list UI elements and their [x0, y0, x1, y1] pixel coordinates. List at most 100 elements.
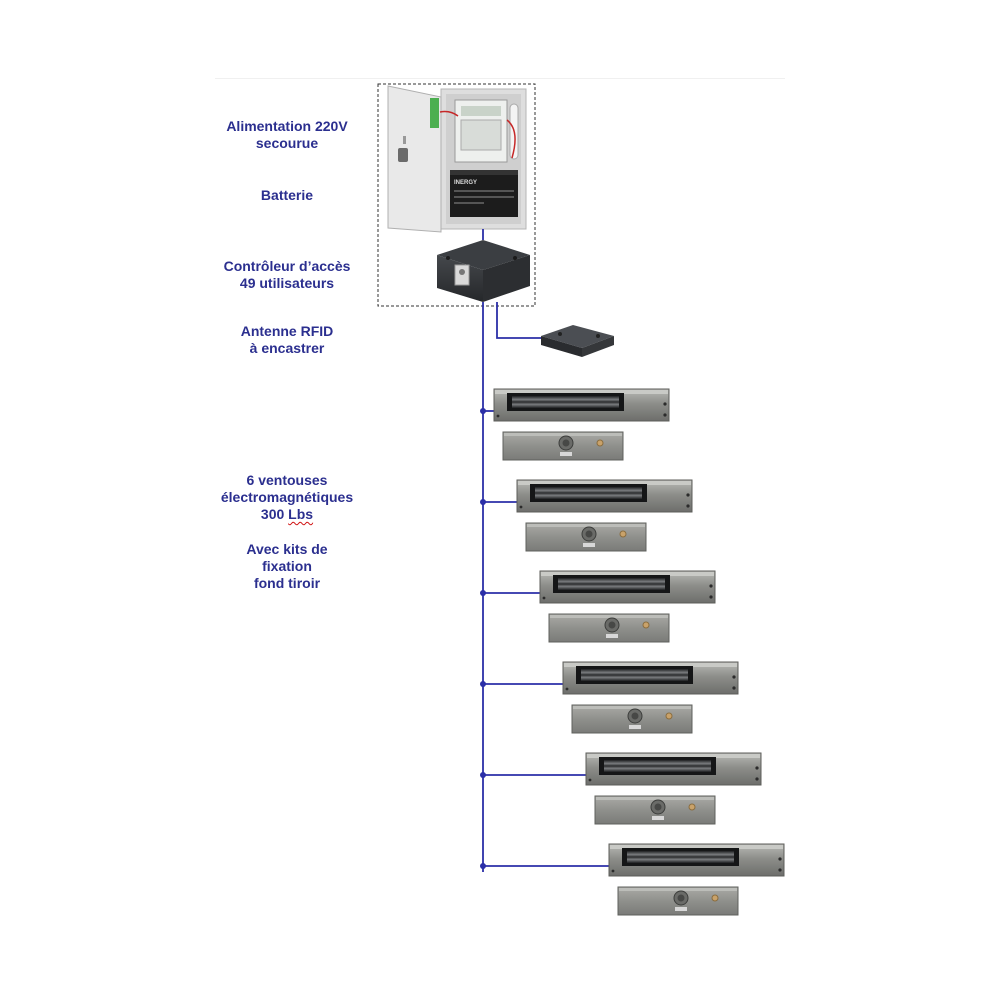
- maglock-screw-icon: [778, 857, 782, 861]
- terminal-block: [430, 98, 439, 128]
- maglock-plate-slot: [560, 452, 572, 456]
- maglock-plate-top: [573, 706, 691, 709]
- label-mounting-line2: fixation: [262, 558, 312, 574]
- maglock-coil: [558, 578, 665, 590]
- label-mounting: Avec kits de fixation fond tiroir: [157, 541, 417, 592]
- label-controller: Contrôleur d’accès 49 utilisateurs: [157, 258, 417, 292]
- wiring: [480, 229, 609, 872]
- maglock-body-top: [495, 390, 668, 394]
- maglock-screw-icon: [496, 414, 500, 418]
- maglock-body-top: [518, 481, 691, 485]
- label-antenna-line1: Antenne RFID: [240, 323, 334, 339]
- wire-junction-6: [480, 863, 486, 869]
- maglock-plate-slot: [675, 907, 687, 911]
- maglock-coil: [627, 851, 734, 863]
- maglock-6: [608, 843, 785, 916]
- maglock-screw-icon: [732, 675, 736, 679]
- battery-brand: INERGY: [454, 180, 477, 186]
- maglock-screw-icon: [663, 413, 667, 417]
- label-controller-line1: Contrôleur d’accès: [223, 258, 351, 274]
- maglock-pin-icon: [665, 712, 673, 720]
- maglock-pin-icon: [596, 439, 604, 447]
- maglock-plate-top: [550, 615, 668, 618]
- maglock-pin-icon: [711, 894, 719, 902]
- maglock-screw-icon: [611, 869, 615, 873]
- maglock-pin-icon: [642, 621, 650, 629]
- maglock-plate-top: [596, 797, 714, 800]
- maglock-body-top: [541, 572, 714, 576]
- maglock-bolt-center: [677, 894, 685, 902]
- maglock-list: [493, 388, 785, 916]
- maglock-plate-top: [619, 888, 737, 891]
- battery: INERGY: [450, 170, 518, 217]
- maglock-body-top: [587, 754, 760, 758]
- maglock-bolt-center: [608, 621, 616, 629]
- label-locks: 6 ventouses électromagnétiques 300 Lbs: [157, 472, 417, 523]
- label-locks-rating-value: 300: [260, 506, 285, 522]
- rfid-antenna: [541, 325, 614, 357]
- maglock-bolt-center: [631, 712, 639, 720]
- label-antenna-line2: à encastrer: [249, 340, 325, 356]
- label-battery-text: Batterie: [260, 187, 314, 203]
- maglock-screw-icon: [732, 686, 736, 690]
- maglock-screw-icon: [588, 778, 592, 782]
- label-controller-line2: 49 utilisateurs: [239, 275, 335, 291]
- label-locks-line2: électromagnétiques: [220, 489, 354, 505]
- maglock-2: [516, 479, 693, 552]
- lock-key-icon: [398, 148, 408, 162]
- maglock-screw-icon: [663, 402, 667, 406]
- label-power-supply: Alimentation 220V secourue: [157, 118, 417, 152]
- maglock-screw-icon: [542, 596, 546, 600]
- label-mounting-line1: Avec kits de: [246, 541, 328, 557]
- maglock-bolt-center: [654, 803, 662, 811]
- maglock-coil: [604, 760, 711, 772]
- maglock-screw-icon: [565, 687, 569, 691]
- wire-junction-4: [480, 681, 486, 687]
- power-supply-cabinet: INERGY: [387, 85, 527, 233]
- maglock-coil: [512, 396, 619, 408]
- maglock-screw-icon: [755, 766, 759, 770]
- maglock-plate-top: [527, 524, 645, 527]
- enclosure-outline: [377, 83, 536, 307]
- label-power-supply-line1: Alimentation 220V: [226, 118, 348, 134]
- maglock-plate-slot: [606, 634, 618, 638]
- maglock-screw-icon: [686, 504, 690, 508]
- wire-antenna: [496, 302, 541, 339]
- maglock-plate-slot: [652, 816, 664, 820]
- access-controller: [437, 240, 530, 302]
- maglock-screw-icon: [519, 505, 523, 509]
- maglock-body-top: [610, 845, 783, 849]
- label-locks-line1: 6 ventouses: [246, 472, 328, 488]
- label-locks-rating: 300 Lbs: [157, 506, 417, 523]
- label-locks-rating-unit: Lbs: [288, 506, 314, 522]
- label-battery: Batterie: [157, 187, 417, 204]
- maglock-pin-icon: [619, 530, 627, 538]
- label-power-supply-line2: secourue: [255, 135, 319, 151]
- maglock-pin-icon: [688, 803, 696, 811]
- top-rule: [215, 78, 785, 79]
- wire-junction-5: [480, 772, 486, 778]
- maglock-plate-slot: [583, 543, 595, 547]
- maglock-screw-icon: [778, 868, 782, 872]
- maglock-plate-top: [504, 433, 622, 436]
- wire-junction-2: [480, 499, 486, 505]
- label-antenna: Antenne RFID à encastrer: [157, 323, 417, 357]
- maglock-screw-icon: [755, 777, 759, 781]
- maglock-5: [585, 752, 762, 825]
- maglock-bolt-center: [562, 439, 570, 447]
- maglock-coil: [581, 669, 688, 681]
- wire-junction-3: [480, 590, 486, 596]
- maglock-plate-slot: [629, 725, 641, 729]
- maglock-body-top: [564, 663, 737, 667]
- label-mounting-line3: fond tiroir: [253, 575, 321, 591]
- maglock-coil: [535, 487, 642, 499]
- maglock-screw-icon: [709, 584, 713, 588]
- maglock-1: [493, 388, 670, 461]
- maglock-bolt-center: [585, 530, 593, 538]
- wire-junction-1: [480, 408, 486, 414]
- maglock-screw-icon: [709, 595, 713, 599]
- maglock-3: [539, 570, 716, 643]
- maglock-4: [562, 661, 739, 734]
- maglock-screw-icon: [686, 493, 690, 497]
